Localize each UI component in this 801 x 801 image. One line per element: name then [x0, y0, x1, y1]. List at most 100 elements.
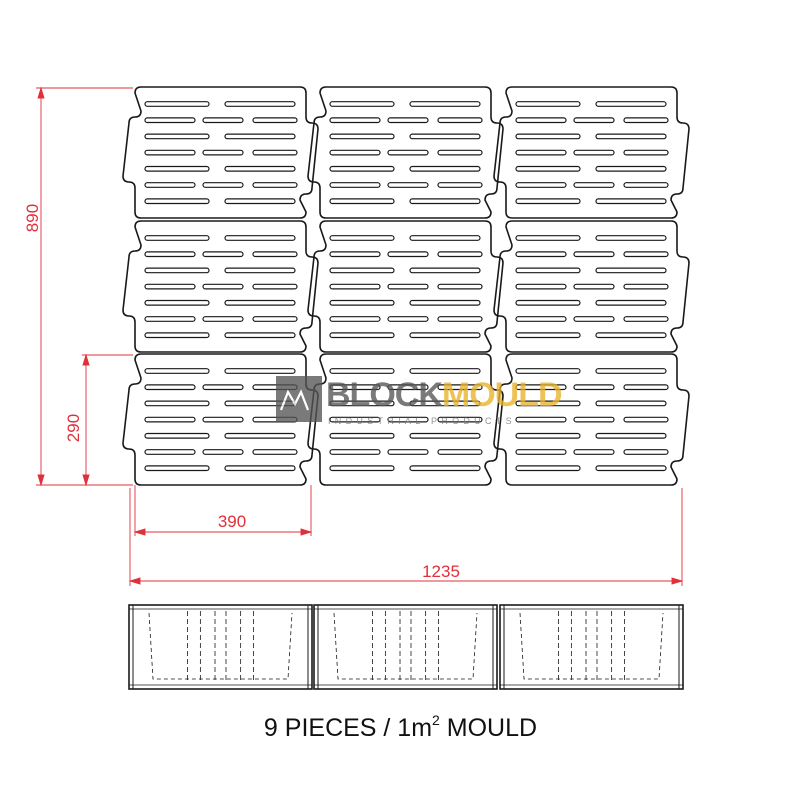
- slot: [202, 251, 244, 258]
- slot: [224, 235, 296, 241]
- slot: [515, 182, 567, 188]
- slot: [387, 283, 429, 290]
- slot: [329, 400, 395, 407]
- slot: [144, 384, 196, 391]
- slot: [595, 332, 667, 339]
- slot: [329, 101, 395, 107]
- slot: [623, 316, 669, 322]
- slot: [573, 251, 615, 258]
- caption-superscript: 2: [432, 712, 440, 728]
- slot: [252, 251, 298, 258]
- slot: [224, 133, 296, 140]
- slot: [409, 165, 481, 172]
- slot: [595, 165, 667, 172]
- slot: [409, 432, 481, 439]
- slot: [515, 235, 581, 241]
- slot: [515, 384, 567, 391]
- slot: [224, 299, 296, 306]
- slot: [515, 449, 567, 455]
- slot: [329, 251, 381, 258]
- slot: [224, 465, 296, 472]
- slot: [573, 117, 615, 124]
- slot: [515, 133, 581, 140]
- slot: [144, 416, 196, 423]
- slot: [224, 198, 296, 205]
- slot: [329, 182, 381, 188]
- slot: [387, 117, 429, 124]
- slot: [515, 283, 567, 290]
- slot: [329, 368, 395, 374]
- mould-piece: [307, 220, 504, 353]
- slot: [437, 416, 483, 423]
- slot: [329, 133, 395, 140]
- slot: [437, 182, 483, 188]
- slot: [202, 384, 244, 391]
- slot: [202, 316, 244, 322]
- slot: [515, 465, 581, 472]
- mould-piece: [122, 220, 319, 353]
- slot: [224, 368, 296, 374]
- slot: [387, 316, 429, 322]
- slot: [595, 133, 667, 140]
- watermark-brand-part1: BLOCK: [326, 376, 443, 414]
- slot: [144, 182, 196, 188]
- slot: [144, 449, 196, 455]
- dimension-lines: [36, 86, 684, 586]
- slot: [387, 182, 429, 188]
- slot: [595, 299, 667, 306]
- slot: [437, 283, 483, 290]
- slot: [573, 149, 615, 156]
- slot: [595, 432, 667, 439]
- slot: [202, 283, 244, 290]
- slot: [144, 368, 210, 374]
- slot: [409, 101, 481, 107]
- slot: [623, 251, 669, 258]
- slot: [329, 416, 381, 423]
- slot: [515, 316, 567, 322]
- mould-piece: [493, 86, 690, 219]
- slot: [329, 198, 395, 205]
- watermark: BLOCKMOULD INDUSTRIAL PRODUCTS: [276, 376, 563, 426]
- slot: [144, 267, 210, 274]
- slot: [437, 117, 483, 124]
- slot: [144, 400, 210, 407]
- slot: [202, 182, 244, 188]
- slot: [252, 283, 298, 290]
- mould-piece: [122, 353, 319, 486]
- slot: [329, 449, 381, 455]
- slot: [329, 283, 381, 290]
- slot: [409, 133, 481, 140]
- slot: [329, 267, 395, 274]
- slot: [515, 198, 581, 205]
- slot: [224, 165, 296, 172]
- slot: [623, 283, 669, 290]
- slot: [202, 416, 244, 423]
- slot: [329, 299, 395, 306]
- slot: [224, 267, 296, 274]
- slot: [409, 235, 481, 241]
- slot: [623, 117, 669, 124]
- slot: [409, 299, 481, 306]
- dimension-total-height: 890: [23, 204, 42, 232]
- mould-piece: [493, 353, 690, 486]
- slot: [144, 432, 210, 439]
- slot: [144, 283, 196, 290]
- slot: [595, 400, 667, 407]
- mould-piece: [122, 86, 319, 219]
- slot: [573, 449, 615, 455]
- slot: [515, 251, 567, 258]
- mould-piece: [307, 86, 504, 219]
- slot: [623, 416, 669, 423]
- slot: [252, 182, 298, 188]
- slot: [515, 400, 581, 407]
- slot: [623, 182, 669, 188]
- slot: [595, 235, 667, 241]
- dimension-piece-height: 290: [64, 414, 83, 442]
- side-piece: [128, 604, 313, 690]
- slot: [144, 165, 210, 172]
- slot: [515, 432, 581, 439]
- slot: [409, 332, 481, 339]
- slot: [573, 283, 615, 290]
- slot: [595, 368, 667, 374]
